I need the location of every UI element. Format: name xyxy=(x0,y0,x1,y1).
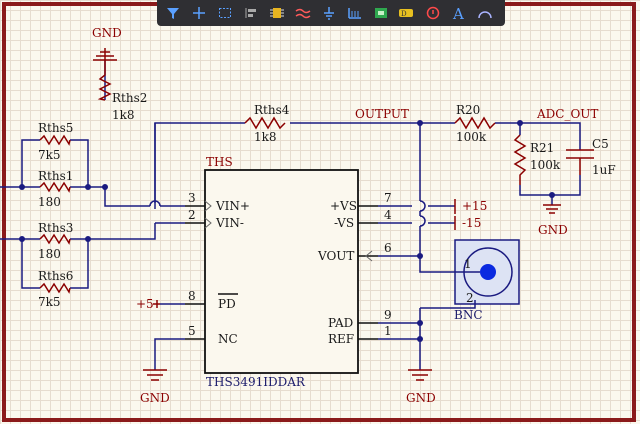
directive-icon: D xyxy=(399,9,413,18)
rths5-ref: Rths5 xyxy=(38,121,73,135)
arc-button[interactable] xyxy=(473,2,497,24)
rths1-ref: Rths1 xyxy=(38,169,73,183)
place-part-button[interactable] xyxy=(369,2,393,24)
pin-num-1: 1 xyxy=(384,324,392,338)
svg-text:D: D xyxy=(401,10,407,18)
net-adc-out: ADC_OUT xyxy=(536,107,598,121)
net-neg15: -15 xyxy=(462,216,481,230)
pin-name-pad: PAD xyxy=(328,316,353,330)
pin-name-vin-plus: VIN+ xyxy=(215,199,250,213)
ground-button[interactable] xyxy=(317,2,341,24)
pin-num-8: 8 xyxy=(188,289,196,303)
align-icon xyxy=(245,8,256,18)
pin-name-nc: NC xyxy=(218,332,238,346)
gnd-label-nc: GND xyxy=(140,391,170,405)
junctions xyxy=(19,120,555,342)
c5-value: 1uF xyxy=(592,163,616,177)
rths2-value: 1k8 xyxy=(112,108,135,122)
pin-num-6: 6 xyxy=(384,241,392,255)
rths3-value: 180 xyxy=(38,247,61,261)
rths3-ref: Rths3 xyxy=(38,221,73,235)
net-pos5: +5 xyxy=(136,297,154,311)
r20-value: 100k xyxy=(456,130,487,144)
no-erc-icon xyxy=(426,6,440,20)
ic-body[interactable] xyxy=(185,169,378,374)
pin-num-3: 3 xyxy=(188,191,196,205)
ic-designator: THS xyxy=(206,155,233,169)
pin-name-vin-minus: VIN- xyxy=(215,216,244,230)
pin-num-7: 7 xyxy=(384,191,392,205)
pin-num-2: 2 xyxy=(188,208,196,222)
rths6-ref: Rths6 xyxy=(38,269,73,283)
svg-text:A: A xyxy=(452,5,464,21)
bnc-pin1: 1 xyxy=(464,257,472,271)
bus-button[interactable] xyxy=(291,2,315,24)
net-output: OUTPUT xyxy=(355,107,409,121)
pin-name-neg-vs: -VS xyxy=(334,216,354,230)
gnd-label-top: GND xyxy=(92,26,122,40)
crosshair-button[interactable] xyxy=(187,2,211,24)
text-icon: A xyxy=(452,5,464,21)
r21-ref: R21 xyxy=(530,141,554,155)
crosshair-icon xyxy=(193,7,205,19)
place-part-icon xyxy=(375,8,387,18)
pin-name-pos-vs: +VS xyxy=(330,199,357,213)
rths6-value: 7k5 xyxy=(38,295,61,309)
capacitor-symbol xyxy=(566,149,594,175)
rths1-value: 180 xyxy=(38,195,61,209)
pin-num-5: 5 xyxy=(188,324,196,338)
resistor-symbols xyxy=(39,60,527,294)
component-icon xyxy=(270,8,284,18)
rths4-ref: Rths4 xyxy=(254,103,290,117)
selection-rect-icon xyxy=(219,8,231,18)
component-button[interactable] xyxy=(265,2,289,24)
text-button[interactable]: A xyxy=(447,2,471,24)
arc-icon xyxy=(478,11,492,19)
bnc-connector[interactable] xyxy=(454,239,520,309)
ground-icon xyxy=(324,7,334,20)
schematic-toolbar: D A xyxy=(157,0,505,26)
gnd-label-adc: GND xyxy=(538,223,568,237)
bnc-pin2: 2 xyxy=(466,291,474,305)
rths4-value: 1k8 xyxy=(254,130,277,144)
no-erc-button[interactable] xyxy=(421,2,445,24)
filter-button[interactable] xyxy=(161,2,185,24)
r20-ref: R20 xyxy=(456,103,480,117)
filter-icon xyxy=(167,8,179,19)
rths2-ref: Rths2 xyxy=(112,91,147,105)
pin-name-ref: REF xyxy=(328,332,354,346)
bus-icon xyxy=(295,8,311,19)
r21-value: 100k xyxy=(530,158,561,172)
net-label-button[interactable] xyxy=(343,2,367,24)
gnd-label-pad: GND xyxy=(406,391,436,405)
net-pos15: +15 xyxy=(462,199,487,213)
pin-name-vout: VOUT xyxy=(317,249,354,263)
rths5-value: 7k5 xyxy=(38,148,61,162)
align-button[interactable] xyxy=(239,2,263,24)
c5-ref: C5 xyxy=(592,137,609,151)
select-rect-button[interactable] xyxy=(213,2,237,24)
directive-button[interactable]: D xyxy=(395,2,419,24)
bnc-ref: BNC xyxy=(454,308,483,322)
pin-num-9: 9 xyxy=(384,308,392,322)
ic-part-number: THS3491IDDAR xyxy=(206,375,306,389)
pin-num-4: 4 xyxy=(384,208,392,222)
net-label-icon xyxy=(348,8,361,19)
power-ports xyxy=(153,199,456,308)
pin-name-pd: PD xyxy=(218,297,236,311)
ground-symbols xyxy=(93,48,561,381)
